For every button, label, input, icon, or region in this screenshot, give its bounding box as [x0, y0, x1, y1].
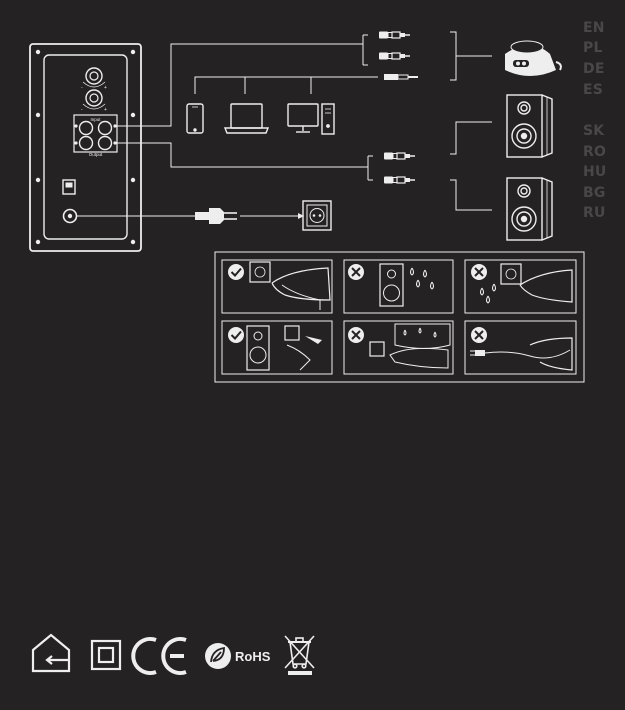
power-inlet: [64, 210, 77, 223]
rca-jacks: Input Output: [74, 115, 117, 157]
power-plug-icon: [195, 208, 237, 224]
minijack-plug: [384, 74, 418, 80]
laptop-icon: [225, 104, 268, 133]
rohs-label: RoHS: [235, 649, 271, 664]
weee-crossed-bin-icon: [285, 636, 314, 675]
rohs-icon: RoHS: [205, 643, 271, 669]
speaker-right-icon: [507, 95, 552, 157]
safety-step-unplug: [222, 321, 332, 374]
safety-step-plug-in: [222, 260, 332, 313]
safety-warning-wet-hands: [465, 260, 576, 313]
svg-text:+: +: [104, 107, 107, 113]
desktop-pc-icon: [288, 104, 334, 134]
input-label: Input: [90, 117, 101, 122]
safety-warning-pull-cable: [465, 321, 576, 374]
smartphone-icon: [187, 104, 203, 133]
bass-knob: -+: [81, 90, 107, 113]
svg-text:-: -: [81, 107, 83, 113]
indoor-use-icon: [33, 635, 69, 671]
class-ii-double-insulation-icon: [92, 641, 120, 669]
power-switch: [63, 180, 75, 194]
svg-text:+: +: [104, 85, 107, 91]
safety-warning-water: [344, 260, 453, 313]
volume-knob: -+: [81, 68, 107, 91]
wall-socket-icon: [303, 201, 331, 230]
speaker-left-icon: [507, 178, 552, 240]
connection-lines: [76, 32, 492, 216]
audio-device-icon: [505, 41, 561, 76]
output-label: Output: [89, 152, 103, 157]
safety-warning-moisture: [344, 321, 453, 374]
svg-text:-: -: [81, 85, 83, 91]
ce-mark-icon: [133, 639, 186, 673]
